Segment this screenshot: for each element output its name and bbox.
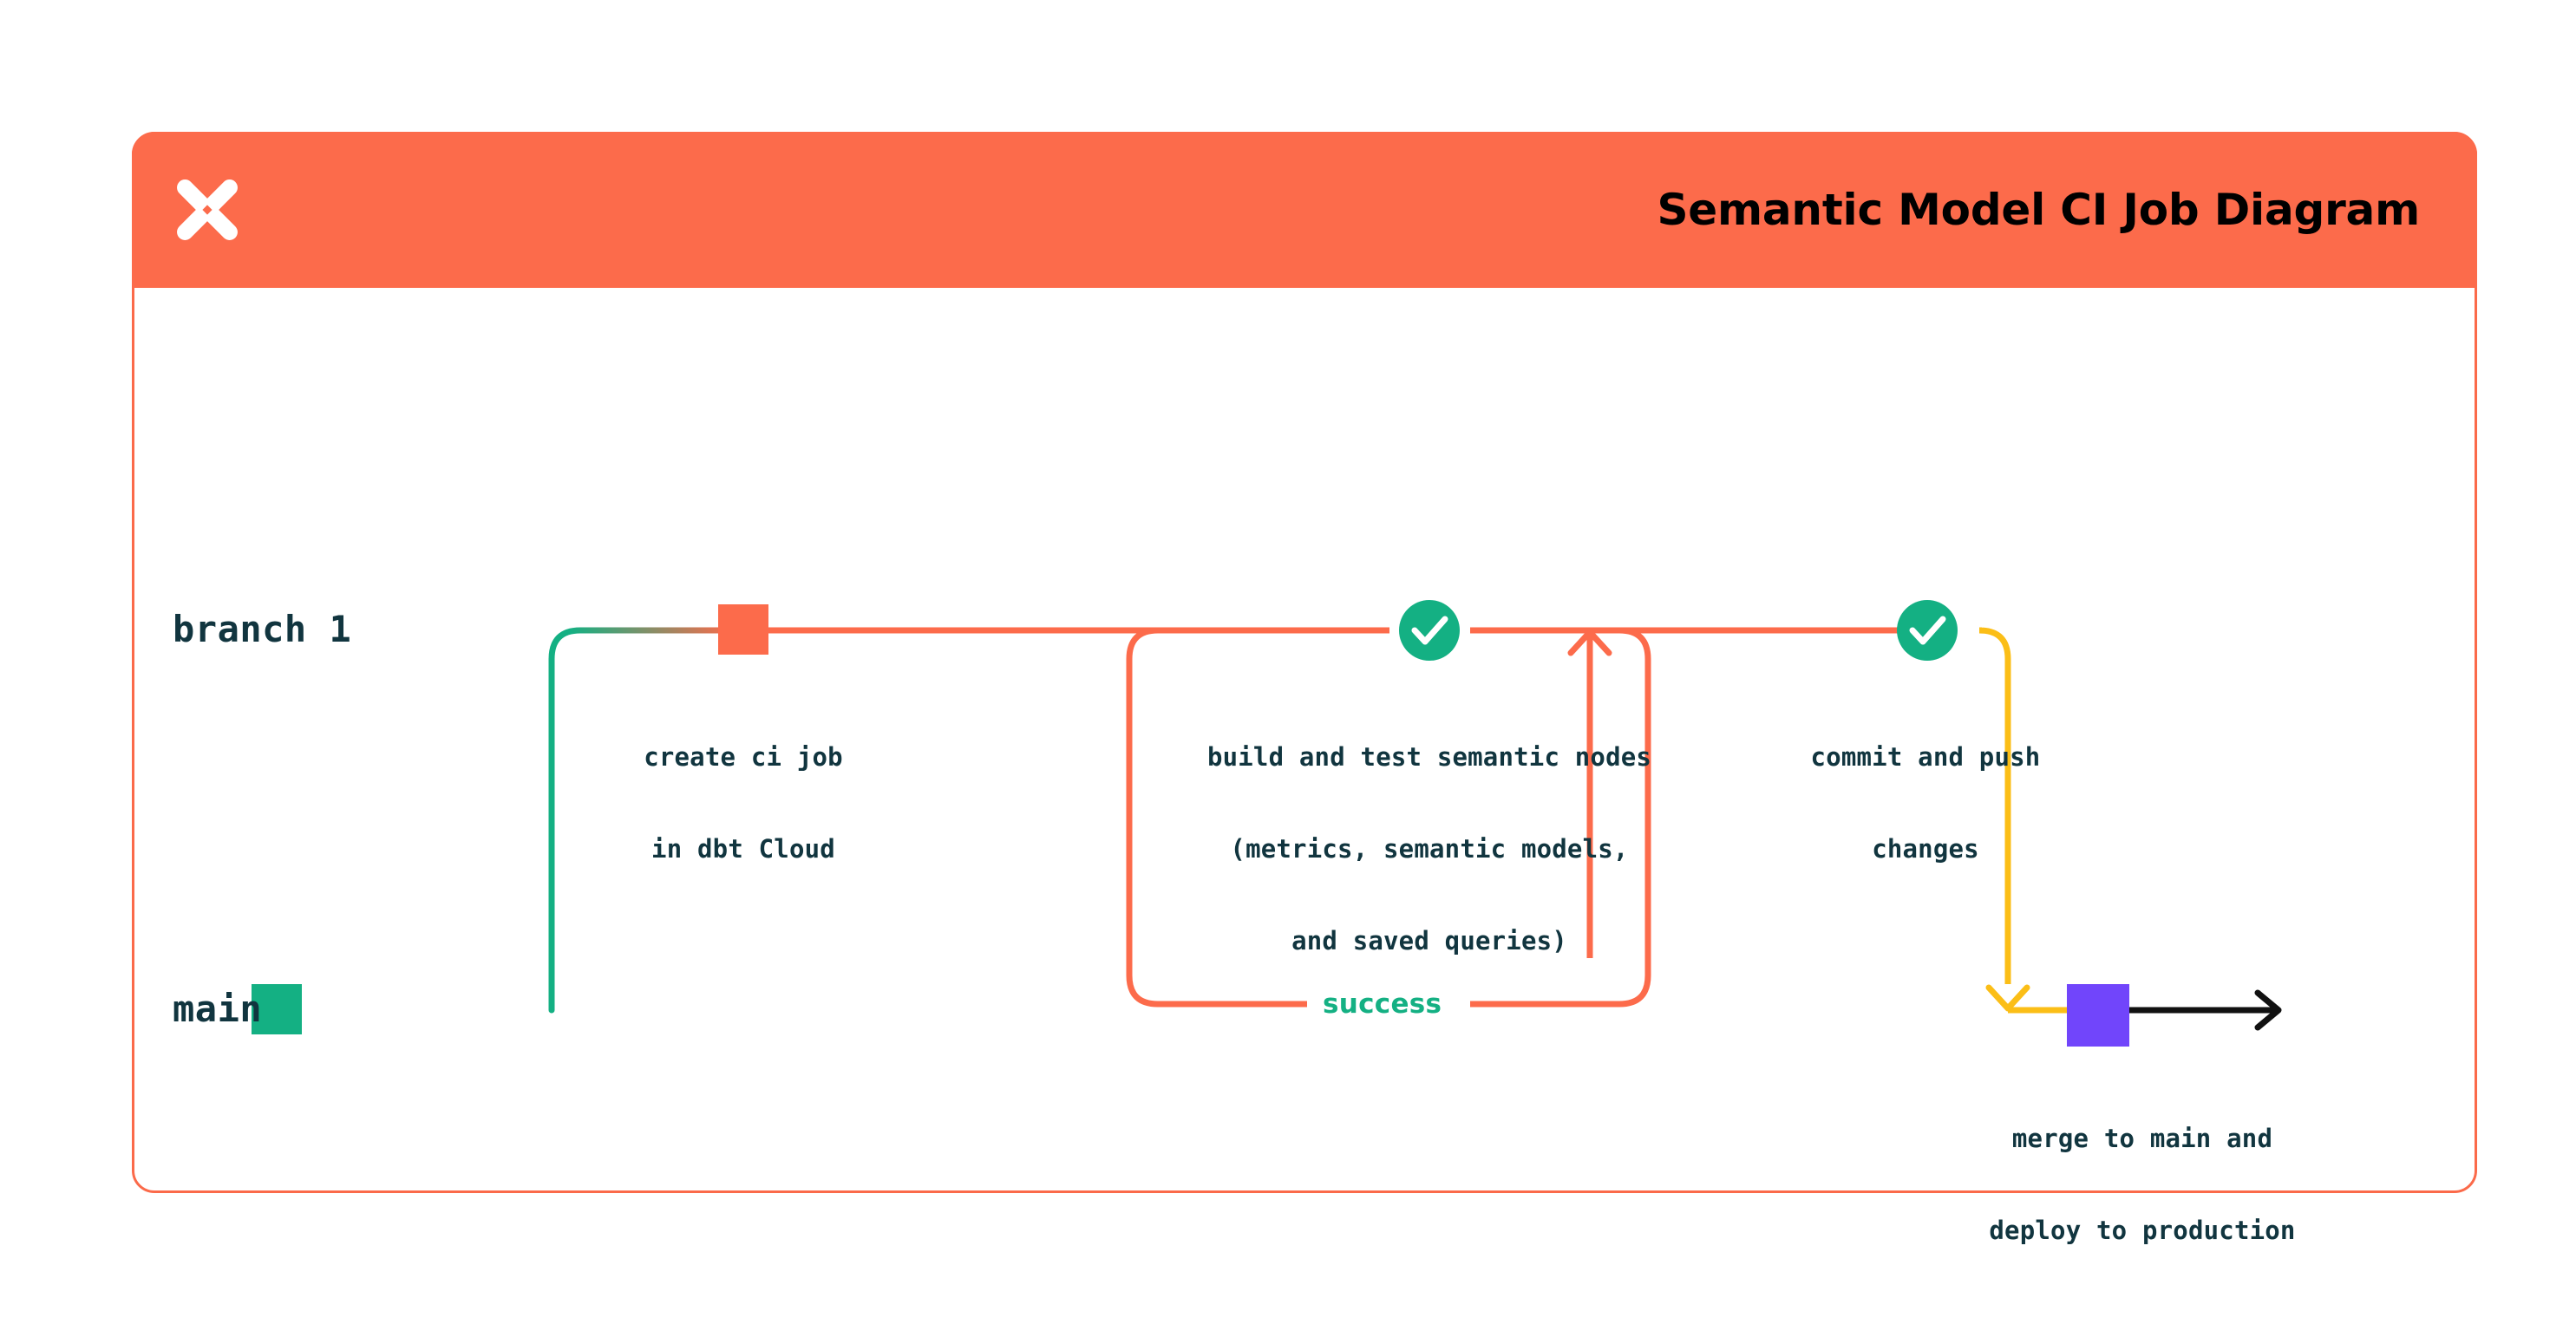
diagram-canvas: branch 1 main create ci job in dbt Cloud… <box>134 290 2475 1245</box>
node-label-merge-to-main: merge to main and deploy to production <box>1839 1062 2446 1308</box>
merge-down-arrowhead <box>1985 984 2030 1012</box>
node-merge-to-main-marker <box>2067 984 2129 1047</box>
node-label-commit-and-push-line-1: commit and push <box>1810 741 2041 772</box>
success-loop-label: success <box>1309 988 1456 1020</box>
node-label-build-and-test-line-3: and saved queries) <box>1291 926 1567 955</box>
node-label-create-ci-job-line-2: in dbt Cloud <box>651 833 835 864</box>
node-commit-and-push-check-icon <box>1897 600 1958 661</box>
node-label-merge-to-main-line-1: merge to main and <box>2011 1123 2273 1153</box>
node-label-merge-to-main-line-2: deploy to production <box>1989 1215 2296 1245</box>
production-arrowhead <box>2254 989 2282 1031</box>
card-header: Semantic Model CI Job Diagram <box>132 132 2477 288</box>
branch-label-main: main <box>173 988 263 1030</box>
success-loop-arrowhead <box>1567 629 1612 656</box>
node-build-and-test-check-icon <box>1399 600 1460 661</box>
branch-off-connector <box>548 627 736 1014</box>
node-label-build-and-test-line-2: (metrics, semantic models, <box>1230 833 1629 864</box>
node-label-commit-and-push: commit and push changes <box>1722 681 2129 926</box>
node-label-create-ci-job-line-1: create ci job <box>644 741 843 772</box>
main-branch-node <box>252 984 302 1034</box>
node-label-build-and-test-line-1: build and test semantic nodes <box>1206 741 1652 772</box>
node-label-commit-and-push-line-2: changes <box>1872 833 1979 864</box>
diagram-card: Semantic Model CI Job Diagram <box>132 132 2477 1245</box>
success-loop-right <box>1470 627 1651 1008</box>
node-create-ci-job-marker <box>718 604 768 655</box>
merge-down-connector <box>1978 627 2011 984</box>
dbt-logo-icon <box>177 179 238 240</box>
branch-label-branch-1: branch 1 <box>173 608 352 650</box>
node-label-build-and-test: build and test semantic nodes (metrics, … <box>1126 681 1733 1018</box>
node-label-create-ci-job: create ci job in dbt Cloud <box>579 681 908 926</box>
page-title: Semantic Model CI Job Diagram <box>1657 185 2420 235</box>
success-loop-left <box>1126 627 1389 1008</box>
